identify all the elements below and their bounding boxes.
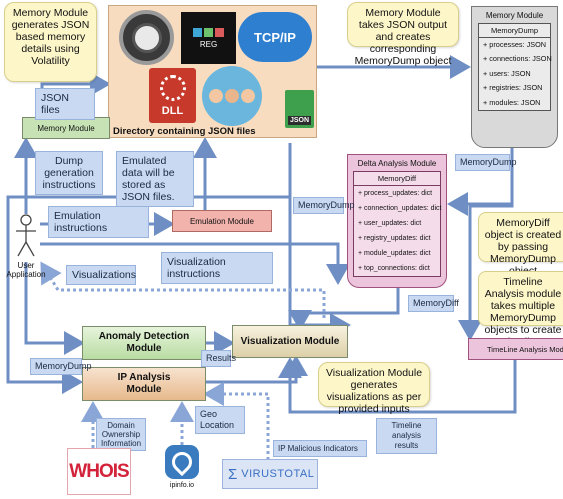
label-memorydump-right: MemoryDump bbox=[455, 154, 517, 171]
visualization-module-box: Visualization Module bbox=[232, 325, 348, 358]
note-memorydiff-created: MemoryDiff object is created by passing … bbox=[478, 212, 563, 277]
delta-field-module: + module_updates: dict bbox=[358, 250, 431, 257]
memory-field-connections: + connections: JSON bbox=[483, 54, 552, 64]
timeline-analysis-box: TimeLine Analysis Module bbox=[468, 338, 563, 360]
delta-class-title: Delta Analysis Module bbox=[357, 159, 437, 168]
label-geo-location: Geo Location bbox=[195, 406, 245, 434]
directory-label: Directory containing JSON files bbox=[113, 126, 256, 137]
memory-class-name: MemoryDump bbox=[479, 24, 550, 38]
memory-class-title: Memory Module bbox=[485, 11, 544, 20]
whois-logo-text: WHOIS bbox=[69, 460, 129, 482]
label-json-files: JSON files bbox=[35, 88, 95, 120]
delta-field-process: + process_updates: dict bbox=[358, 190, 433, 197]
label-visualization-instructions: Visualization instructions bbox=[161, 252, 273, 284]
memory-module-box: Memory Module bbox=[22, 117, 110, 139]
note-memory-module-takes: Memory Module takes JSON output and crea… bbox=[347, 2, 459, 67]
label-memorydump-left: MemoryDump bbox=[30, 358, 92, 375]
delta-class-name: MemoryDiff bbox=[354, 172, 440, 186]
memory-field-users: + users: JSON bbox=[483, 68, 531, 78]
delta-field-registry: + registry_updates: dict bbox=[358, 235, 431, 242]
delta-analysis-class-box: Delta Analysis Module MemoryDiff + proce… bbox=[347, 154, 447, 288]
ipinfo-logo-text: ipinfo.io bbox=[169, 482, 195, 489]
delta-field-user: + user_updates: dict bbox=[358, 220, 422, 227]
label-memorydump-mid: MemoryDump bbox=[293, 197, 355, 214]
label-domain-ownership: Domain Ownership Information bbox=[96, 418, 146, 451]
label-emulated-data: Emulated data will be stored as JSON fil… bbox=[116, 151, 194, 207]
arrow-memorydiff-to-visualization bbox=[288, 288, 400, 331]
delta-field-connection: + connection_updates: dict bbox=[358, 205, 442, 212]
arrow-memoryclass-to-timeline bbox=[458, 148, 514, 341]
delta-field-top-connections: + top_connections: dict bbox=[358, 265, 430, 272]
user-stick-figure-icon bbox=[16, 214, 36, 257]
label-ip-malicious: IP Malicious Indicators bbox=[273, 440, 367, 457]
dll-file-icon: DLL bbox=[149, 68, 196, 123]
user-application-label: User Application bbox=[6, 261, 46, 279]
label-memorydiff: MemoryDiff bbox=[408, 295, 459, 312]
dll-text: DLL bbox=[161, 104, 184, 117]
memory-module-class-box: Memory Module MemoryDump + processes: JS… bbox=[471, 6, 558, 148]
tcpip-cloud-icon: TCP/IP bbox=[238, 12, 312, 62]
registry-icon: REG bbox=[181, 12, 236, 64]
whois-logo: WHOIS bbox=[67, 448, 131, 495]
ipinfo-logo: ipinfo.io bbox=[157, 445, 207, 497]
dotted-virustotal-to-ip bbox=[203, 382, 270, 460]
json-directory-box: REG TCP/IP DLL JSON Directory containing… bbox=[108, 5, 317, 138]
memory-field-registries: + registries: JSON bbox=[483, 83, 543, 93]
note-memory-module-generates: Memory Module generates JSON based memor… bbox=[4, 2, 97, 82]
arrow-user-to-anomaly bbox=[24, 262, 85, 355]
json-text: JSON bbox=[287, 116, 312, 125]
tcpip-text: TCP/IP bbox=[254, 29, 296, 45]
label-timeline-results: Timeline analysis results bbox=[376, 418, 437, 454]
arrow-timeline-to-visualization bbox=[278, 357, 517, 414]
label-emulation-instructions: Emulation instructions bbox=[48, 206, 149, 238]
label-dump-generation: Dump generation instructions bbox=[35, 151, 103, 195]
virustotal-sigma-icon: Σ bbox=[228, 465, 238, 483]
users-icon bbox=[202, 66, 262, 126]
note-visualization-generates: Visualization Module generates visualiza… bbox=[318, 362, 430, 415]
label-results: Results bbox=[201, 350, 236, 367]
virustotal-logo-text: VIRUSTOTAL bbox=[241, 468, 315, 480]
volatility-logo-icon bbox=[119, 10, 174, 65]
note-timeline-takes: Timeline Analysis module takes multiple … bbox=[478, 271, 563, 348]
label-visualizations: Visualizations bbox=[66, 265, 136, 285]
ipinfo-pin-icon bbox=[165, 445, 199, 479]
json-file-icon: JSON bbox=[285, 90, 314, 128]
reg-text: REG bbox=[199, 39, 218, 49]
emulation-module-box: Emulation Module bbox=[172, 210, 272, 232]
memory-field-processes: + processes: JSON bbox=[483, 40, 547, 49]
memory-field-modules: + modules: JSON bbox=[483, 97, 541, 107]
ip-analysis-box: IP Analysis Module bbox=[82, 367, 206, 401]
arrow-user-to-visualization bbox=[40, 242, 350, 285]
virustotal-logo: Σ VIRUSTOTAL bbox=[222, 459, 318, 489]
anomaly-detection-box: Anomaly Detection Module bbox=[82, 326, 206, 360]
dotted-visualization-to-user bbox=[40, 261, 326, 318]
